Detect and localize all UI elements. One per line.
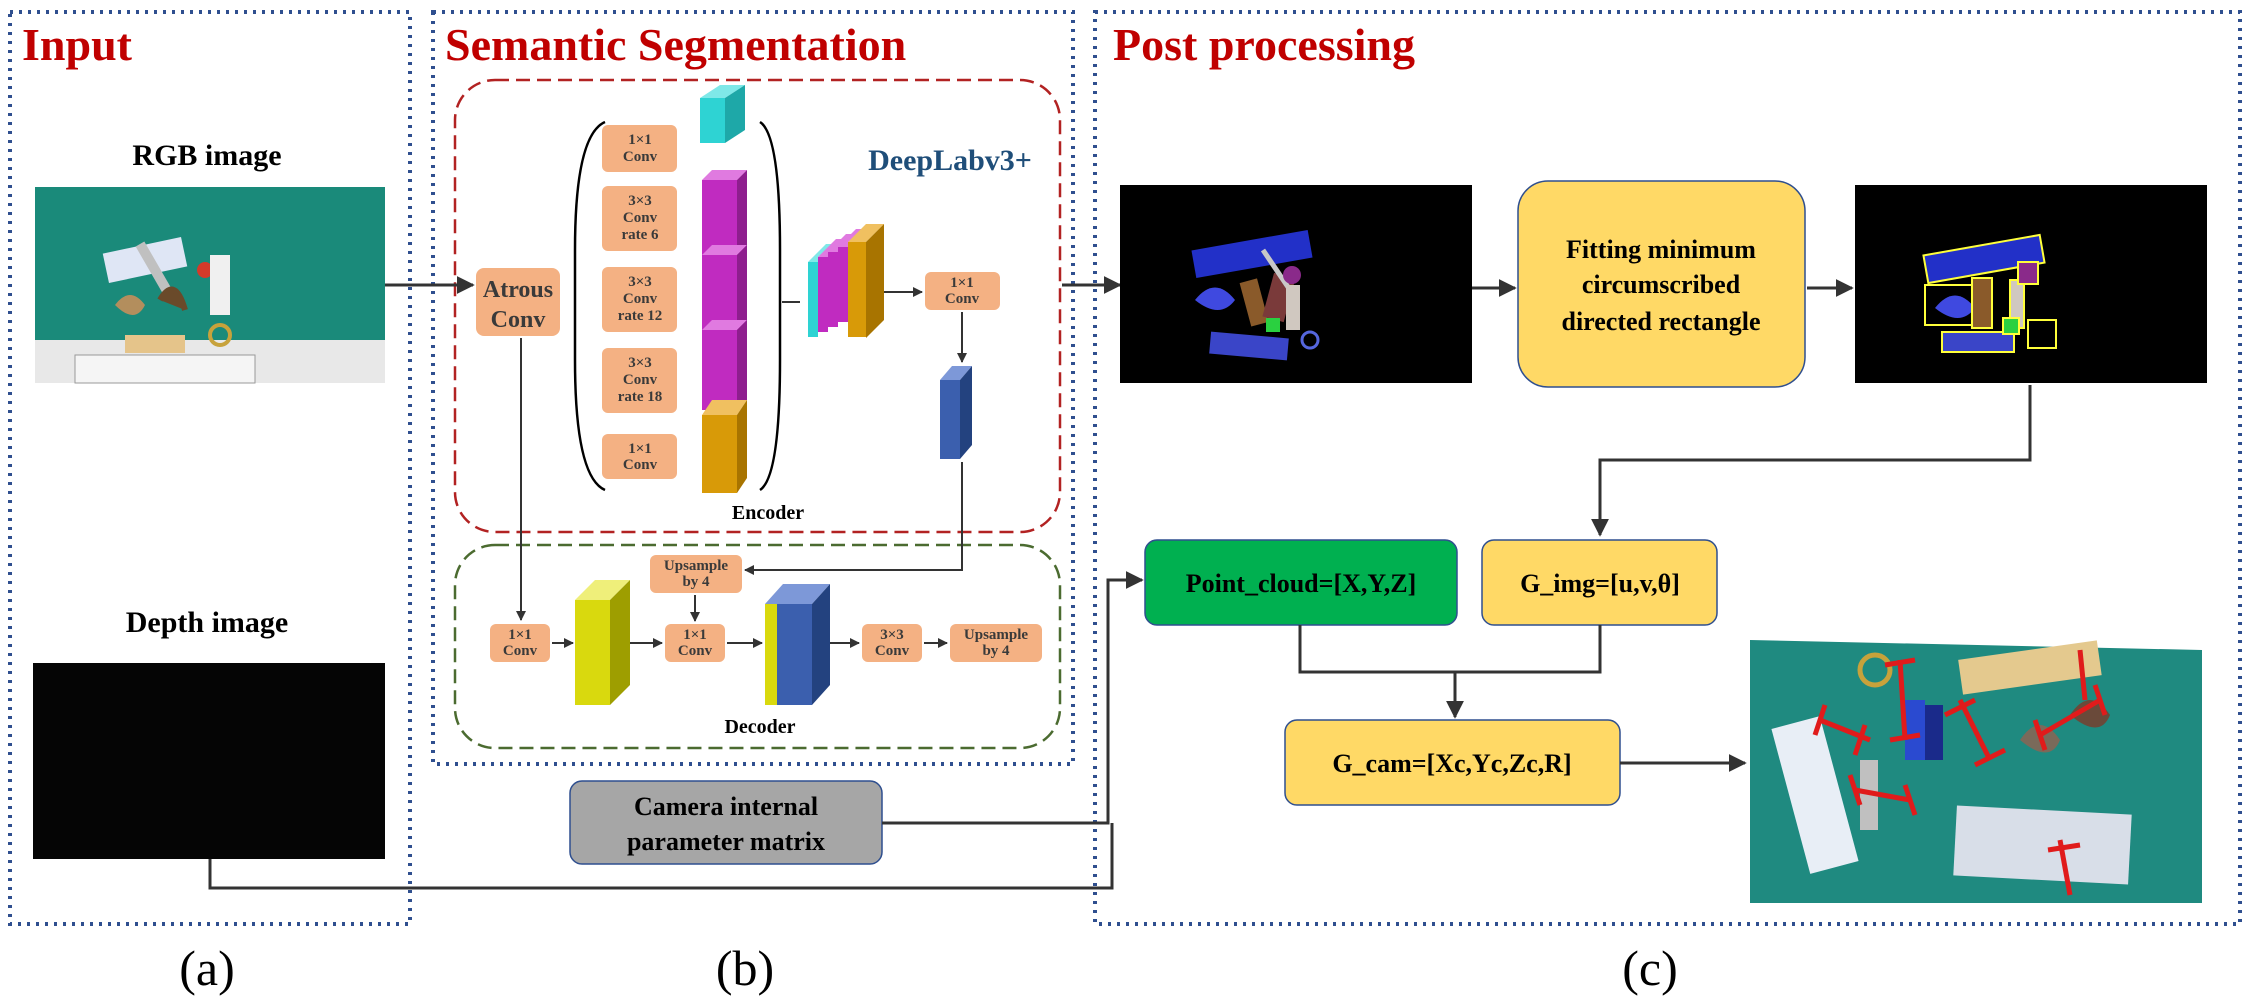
rectangle-fitting-image (1855, 185, 2207, 383)
svg-text:Conv: Conv (623, 457, 658, 473)
line-depth-to-pointcloud (208, 823, 1114, 890)
point-cloud-box: Point_cloud=[X,Y,Z] (1144, 539, 1458, 626)
svg-text:3×3: 3×3 (628, 193, 652, 209)
g-img-box: G_img=[u,v,θ] (1481, 539, 1718, 626)
svg-text:Upsample: Upsample (664, 558, 729, 574)
camera-matrix-box: Camera internal parameter matrix (569, 780, 883, 865)
svg-text:1×1: 1×1 (628, 132, 652, 148)
caption-b: (b) (716, 940, 774, 996)
svg-text:G_img=[u,v,θ]: G_img=[u,v,θ] (1520, 569, 1680, 598)
svg-text:by 4: by 4 (982, 643, 1010, 659)
post-processing-section (1093, 10, 2242, 926)
fitting-box: Fitting minimum circumscribed directed r… (1517, 180, 1806, 388)
svg-text:rate 6: rate 6 (621, 227, 659, 243)
input-section (8, 10, 412, 926)
concat-feature-stack (808, 224, 884, 338)
feature-slab-orange (702, 400, 747, 493)
caption-a: (a) (179, 940, 235, 996)
svg-text:Conv: Conv (623, 372, 658, 388)
rgb-image-label: RGB image (132, 139, 281, 172)
line-pointcloud-to-merge (1298, 625, 1455, 674)
svg-text:rate 18: rate 18 (618, 389, 663, 405)
post-processing-title: Post processing (1113, 19, 1415, 70)
svg-text:G_cam=[Xc,Yc,Zc,R]: G_cam=[Xc,Yc,Zc,R] (1332, 749, 1571, 778)
svg-text:Camera internal: Camera internal (634, 792, 818, 821)
line-gimg-to-merge (1455, 625, 1602, 674)
svg-text:Conv: Conv (945, 291, 980, 307)
decoder-yellow-slab (575, 580, 630, 705)
svg-text:Conv: Conv (623, 291, 658, 307)
decoder-mid-conv: 1×1 Conv (665, 624, 725, 662)
decoder-box (453, 543, 1062, 750)
svg-text:3×3: 3×3 (628, 274, 652, 290)
depth-image (33, 663, 385, 859)
decoder-concat-slab (765, 584, 830, 705)
svg-text:1×1: 1×1 (508, 627, 532, 643)
aspp-left-bracket (573, 120, 606, 492)
svg-text:3×3: 3×3 (628, 355, 652, 371)
arrow-encoder-to-upsample (744, 462, 963, 575)
encoder-box (453, 78, 1062, 534)
feature-slab-cyan (700, 85, 745, 143)
segmentation-mask-image (1120, 185, 1472, 383)
input-title: Input (22, 19, 133, 70)
svg-text:parameter matrix: parameter matrix (627, 827, 825, 856)
svg-text:Upsample: Upsample (964, 627, 1029, 643)
atrous-conv-block: Atrous Conv (476, 268, 560, 336)
aspp-block-4: 3×3 Conv rate 18 (602, 348, 677, 413)
aspp-right-bracket (759, 120, 782, 492)
svg-text:Conv: Conv (875, 643, 910, 659)
encoder-label: Encoder (732, 502, 804, 524)
rgb-image (35, 187, 385, 384)
deeplab-label: DeepLabv3+ (868, 144, 1032, 177)
depth-image-label: Depth image (126, 606, 288, 639)
svg-text:1×1: 1×1 (950, 275, 974, 291)
arrow-rects-to-gimg (1591, 385, 2032, 537)
svg-text:directed rectangle: directed rectangle (1561, 307, 1760, 336)
decoder-upsample-top: Upsample by 4 (650, 555, 742, 593)
decoder-low-level-conv: 1×1 Conv (490, 624, 550, 662)
caption-c: (c) (1622, 940, 1678, 996)
svg-text:Conv: Conv (623, 149, 658, 165)
svg-text:circumscribed: circumscribed (1582, 270, 1741, 299)
decoder-3x3-conv: 3×3 Conv (862, 624, 922, 662)
aspp-block-5: 1×1 Conv (602, 434, 677, 479)
svg-text:1×1: 1×1 (683, 627, 707, 643)
svg-text:by 4: by 4 (682, 574, 710, 590)
svg-text:Conv: Conv (678, 643, 713, 659)
encoder-output-conv: 1×1 Conv (925, 272, 1000, 310)
svg-text:Point_cloud=[X,Y,Z]: Point_cloud=[X,Y,Z] (1186, 569, 1417, 598)
segmentation-section (431, 10, 1075, 766)
decoder-label: Decoder (724, 716, 795, 738)
svg-text:3×3: 3×3 (880, 627, 904, 643)
segmentation-title: Semantic Segmentation (445, 19, 906, 70)
svg-text:Conv: Conv (623, 210, 658, 226)
svg-text:Fitting minimum: Fitting minimum (1566, 235, 1756, 264)
grasp-result-image (1750, 628, 2202, 903)
encoder-output-slab (940, 366, 972, 459)
aspp-block-1: 1×1 Conv (602, 125, 677, 172)
aspp-block-2: 3×3 Conv rate 6 (602, 186, 677, 251)
svg-text:1×1: 1×1 (628, 441, 652, 457)
svg-text:rate 12: rate 12 (618, 308, 663, 324)
g-cam-box: G_cam=[Xc,Yc,Zc,R] (1284, 719, 1621, 806)
svg-text:Conv: Conv (491, 307, 546, 333)
arrow-camera-to-pointcloud (882, 571, 1144, 825)
svg-text:Conv: Conv (503, 643, 538, 659)
feature-slab-magenta-3 (702, 320, 747, 410)
svg-text:Atrous: Atrous (483, 277, 553, 303)
decoder-upsample-out: Upsample by 4 (950, 624, 1042, 662)
aspp-block-3: 3×3 Conv rate 12 (602, 267, 677, 332)
